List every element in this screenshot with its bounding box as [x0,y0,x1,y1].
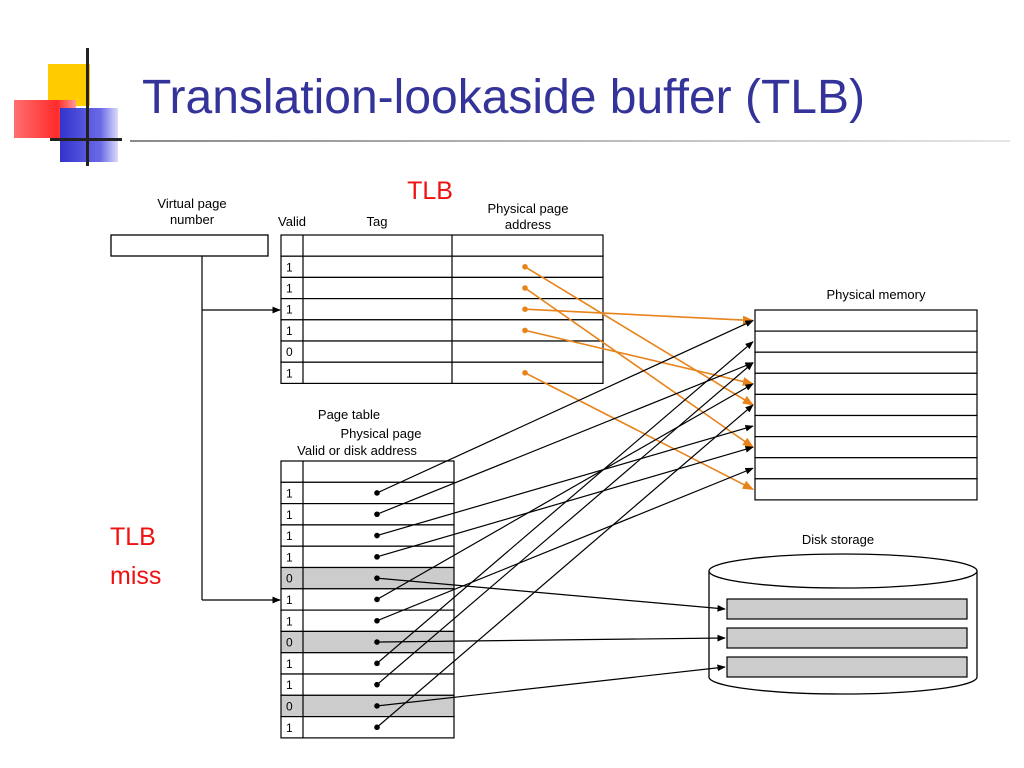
disk-storage-label: Disk storage [802,532,874,547]
page-table-row [280,652,455,675]
page-table-valid-bit: 1 [286,614,293,628]
page-table-valid-bit: 0 [286,636,293,650]
virtual-page-number-label-line2: number [170,212,215,227]
disk-storage [708,553,978,695]
page-table-row [280,524,455,547]
page-table-row [280,481,455,505]
logo-vertical-line [86,48,89,166]
tlb-miss-label-line2: miss [110,562,161,590]
page-table-row-on-disk [280,694,455,718]
tlb-to-memory-arrow [524,308,755,325]
physical-memory-page [754,478,978,501]
page-table-valid-bit: 0 [286,699,293,713]
tlb-valid-bit: 1 [286,366,293,380]
tlb-to-memory-arrow [524,372,754,491]
logo-yellow-square [48,64,90,106]
tlb-valid-bit: 1 [286,260,293,274]
page-table-to-memory-arrow [376,362,754,686]
tlb-physical-page-header-line2: address [505,217,552,232]
page-table-valid-bit: 1 [286,529,293,543]
page-table-to-memory-arrow [376,424,754,537]
page-table-row [280,503,455,526]
physical-memory [754,309,978,501]
page-table-row [280,673,455,696]
slide-title: Translation-lookaside buffer (TLB) [142,71,865,124]
physical-memory-page [754,351,978,374]
page-table-valid-disk-label: Valid or disk address [297,443,417,458]
page-table-to-disk-arrow [376,664,726,707]
virtual-page-number-box [110,234,269,257]
physical-memory-label: Physical memory [827,287,926,302]
mapping-arrows [374,264,755,731]
page-table-physical-page-label: Physical page [341,426,422,441]
physical-memory-page [754,372,978,395]
tlb-row [280,361,604,385]
tlb-valid-header: Valid [278,214,306,229]
disk-block [726,656,968,678]
title-underline [130,140,1010,142]
logo-horizontal-line [50,138,122,141]
page-table-to-memory-arrow [376,404,754,728]
tlb-row [280,255,604,279]
page-table-to-disk-arrow [376,634,726,643]
tlb-physical-page-header-line1: Physical page [488,201,569,216]
tlb-label: TLB [407,177,453,205]
page-table-to-memory-arrow [376,341,754,664]
physical-memory-page [754,330,978,353]
tlb-row [280,340,604,363]
physical-memory-page [754,436,978,459]
tlb-table: 1 1 1 1 0 1 [280,234,604,385]
tlb-to-memory-arrow [524,287,754,448]
physical-memory-page [754,393,978,417]
page-table-label: Page table [318,407,380,422]
page-table-to-memory-arrow [376,467,754,622]
physical-memory-page [754,457,978,480]
tlb-valid-bit: 1 [286,282,293,296]
disk-block [726,627,968,649]
tlb-header-row [280,234,604,257]
physical-memory-page [754,309,978,332]
logo-blue-square [60,108,118,162]
page-table-valid-bit: 1 [286,593,293,607]
page-table-valid-bit: 0 [286,572,293,586]
page-table-to-memory-arrow [376,383,754,600]
page-table-row [280,609,455,632]
physical-memory-page [754,414,978,438]
page-table-valid-bit: 1 [286,486,293,500]
disk-cylinder-top [708,553,978,589]
page-table-valid-bit: 1 [286,657,293,671]
page-table-to-memory-arrow [376,362,754,515]
page-table-to-memory-arrow [376,320,754,494]
tlb-to-memory-arrow [524,266,754,406]
page-table-valid-bit: 1 [286,678,293,692]
page-table-valid-bit: 1 [286,550,293,564]
page-table-row [280,715,455,739]
page-table-valid-bit: 1 [286,508,293,522]
tlb-tag-header: Tag [367,214,388,229]
tlb-miss-label-line1: TLB [110,523,156,551]
tlb-valid-bit: 0 [286,345,293,359]
page-table-to-disk-arrow [376,577,726,612]
tlb-valid-bit: 1 [286,324,293,338]
page-table-row [280,545,455,569]
tlb-valid-bit: 1 [286,303,293,317]
page-table-header-row [280,460,455,483]
page-table: 1 1 1 1 0 1 1 0 1 1 0 1 [280,460,455,739]
virtual-page-number-label-line1: Virtual page [157,196,226,211]
disk-block [726,598,968,620]
page-table-valid-bit: 1 [286,721,293,735]
tlb-row [280,276,604,300]
